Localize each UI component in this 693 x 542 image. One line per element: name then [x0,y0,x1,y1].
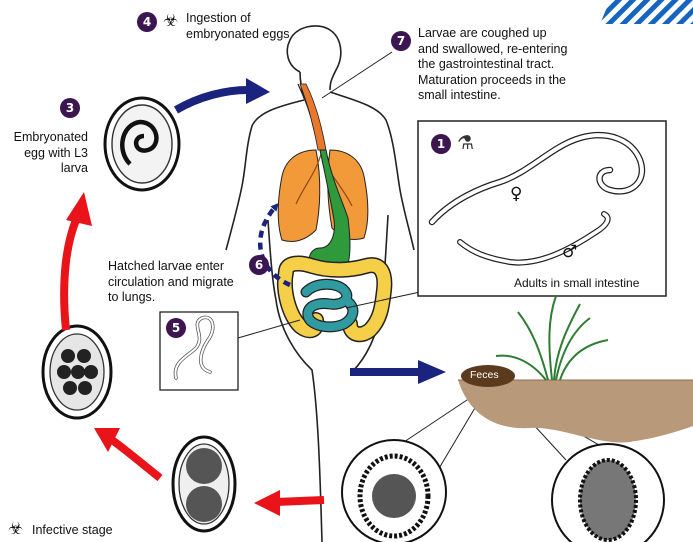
egg-unfertilized [551,443,665,542]
biohazard-icon: ☣ [163,11,179,31]
step-badge-4: 4 [137,12,157,32]
egg-morula [41,324,113,420]
biohazard-icon-infective: ☣ [8,519,24,539]
infective-stage-label: Infective stage [32,523,113,537]
female-symbol: ♀ [510,184,523,204]
adults-caption: Adults in small intestine [514,276,640,290]
step-6-label: Hatched larvae enter circulation and mig… [108,259,234,304]
corner-stripes [600,0,693,24]
egg-fertilized [341,439,447,542]
step-4-label: Ingestion of embryonated eggs [186,11,290,41]
soil-and-grass [458,295,693,443]
microscope-icon: ⚗ [457,132,475,154]
feces-label: Feces [470,369,499,381]
egg-two-cell [171,435,237,533]
step-badge-3: 3 [60,98,80,118]
embryonated-egg-l3 [103,96,181,192]
adults-box [417,120,667,297]
step-badge-7: 7 [391,31,411,51]
step-badge-5: 5 [166,318,186,338]
step-badge-6: 6 [249,255,269,275]
step-3-label: Embryonated egg with L3 larva [13,130,88,175]
organs [277,83,393,343]
male-symbol: ♂ [562,242,578,262]
step-7-label: Larvae are coughed up and swallowed, re-… [418,26,568,102]
cycle-arrows [60,78,446,516]
step-badge-1: 1 [431,134,451,154]
